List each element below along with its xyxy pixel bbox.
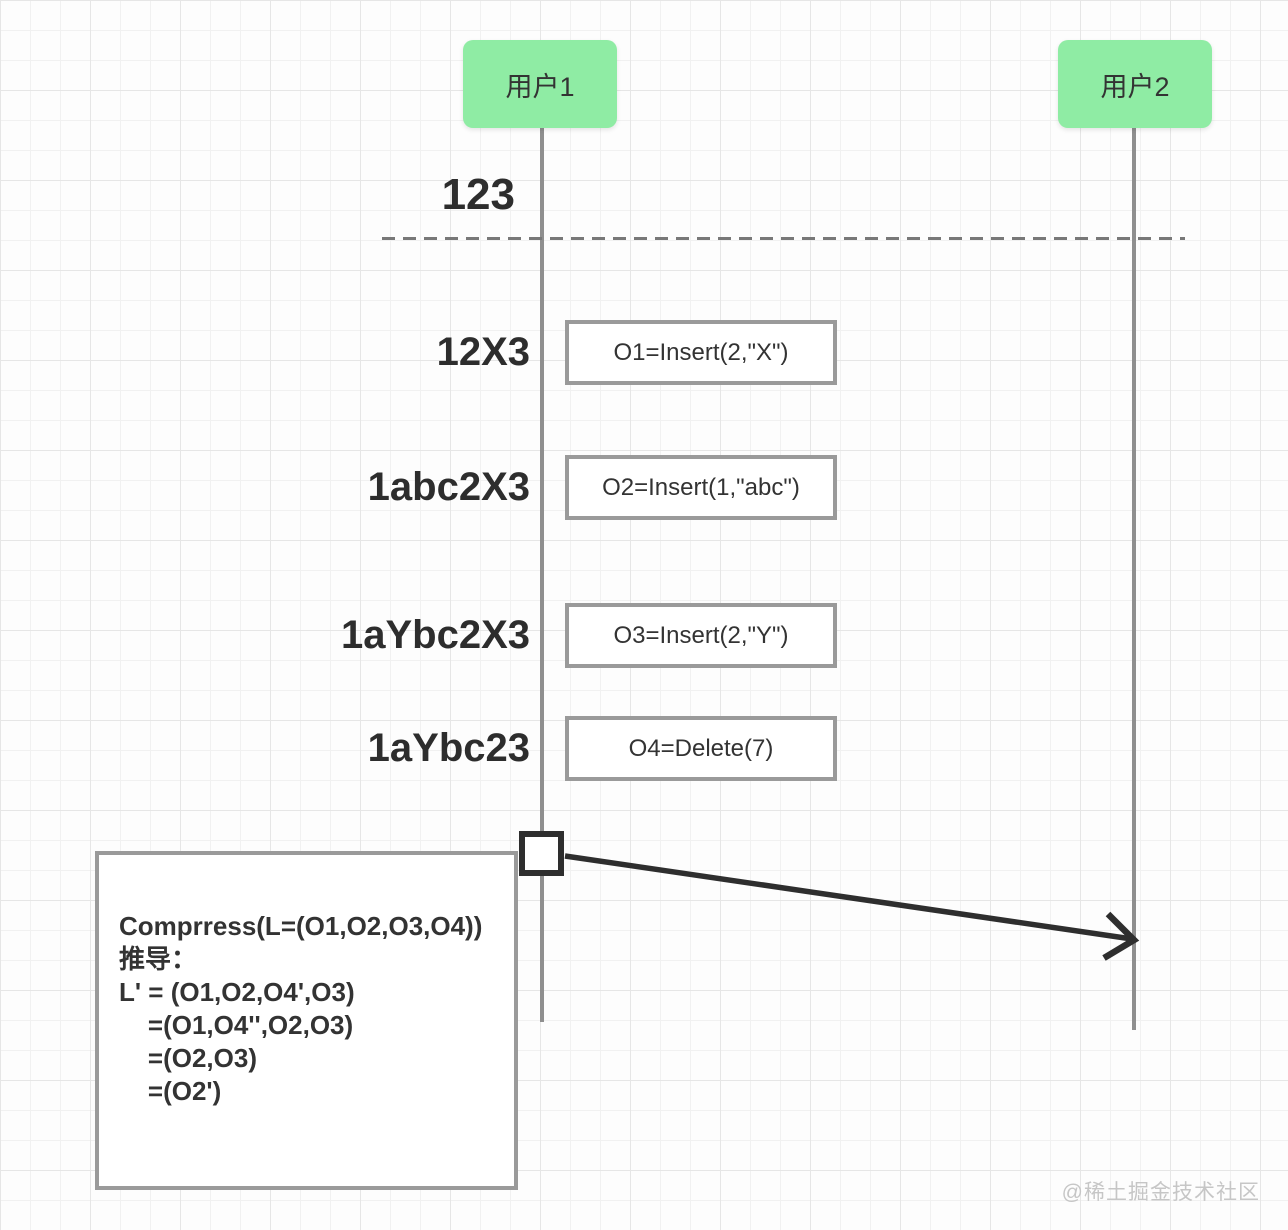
sync-point-marker [519,831,564,876]
lifeline-user1 [540,128,544,1022]
operation-box-o3: O3=Insert(2,"Y") [565,603,837,668]
state-label-step2: 1abc2X3 [367,465,530,509]
note-line-step4: =(O2') [119,1076,222,1106]
operation-box-o2: O2=Insert(1,"abc") [565,455,837,520]
lifeline-user2 [1132,128,1136,1030]
compress-derivation-note: Comprress(L=(O1,O2,O3,O4)) 推导： L' = (O1,… [95,851,518,1190]
watermark: @稀土掘金技术社区 [1061,1181,1260,1204]
operation-box-o1: O1=Insert(2,"X") [565,320,837,385]
note-line-step1: L' = (O1,O2,O4',O3) [119,977,355,1007]
state-label-step4: 1aYbc23 [367,726,530,770]
divider-dashed-line [382,237,1185,240]
state-label-step1: 12X3 [436,330,530,374]
initial-state-label: 123 [441,170,515,219]
state-label-step3: 1aYbc2X3 [340,613,530,657]
operation-box-o4: O4=Delete(7) [565,716,837,781]
actor-user1: 用户1 [463,40,617,128]
note-line-step3: =(O2,O3) [119,1043,257,1073]
note-line-compress: Comprress(L=(O1,O2,O3,O4)) [119,911,483,941]
actor-user2: 用户2 [1058,40,1212,128]
note-line-derivation-title: 推导： [119,944,198,974]
note-line-step2: =(O1,O4'',O2,O3) [119,1010,354,1040]
note-text: Comprress(L=(O1,O2,O3,O4)) 推导： L' = (O1,… [119,910,482,1108]
